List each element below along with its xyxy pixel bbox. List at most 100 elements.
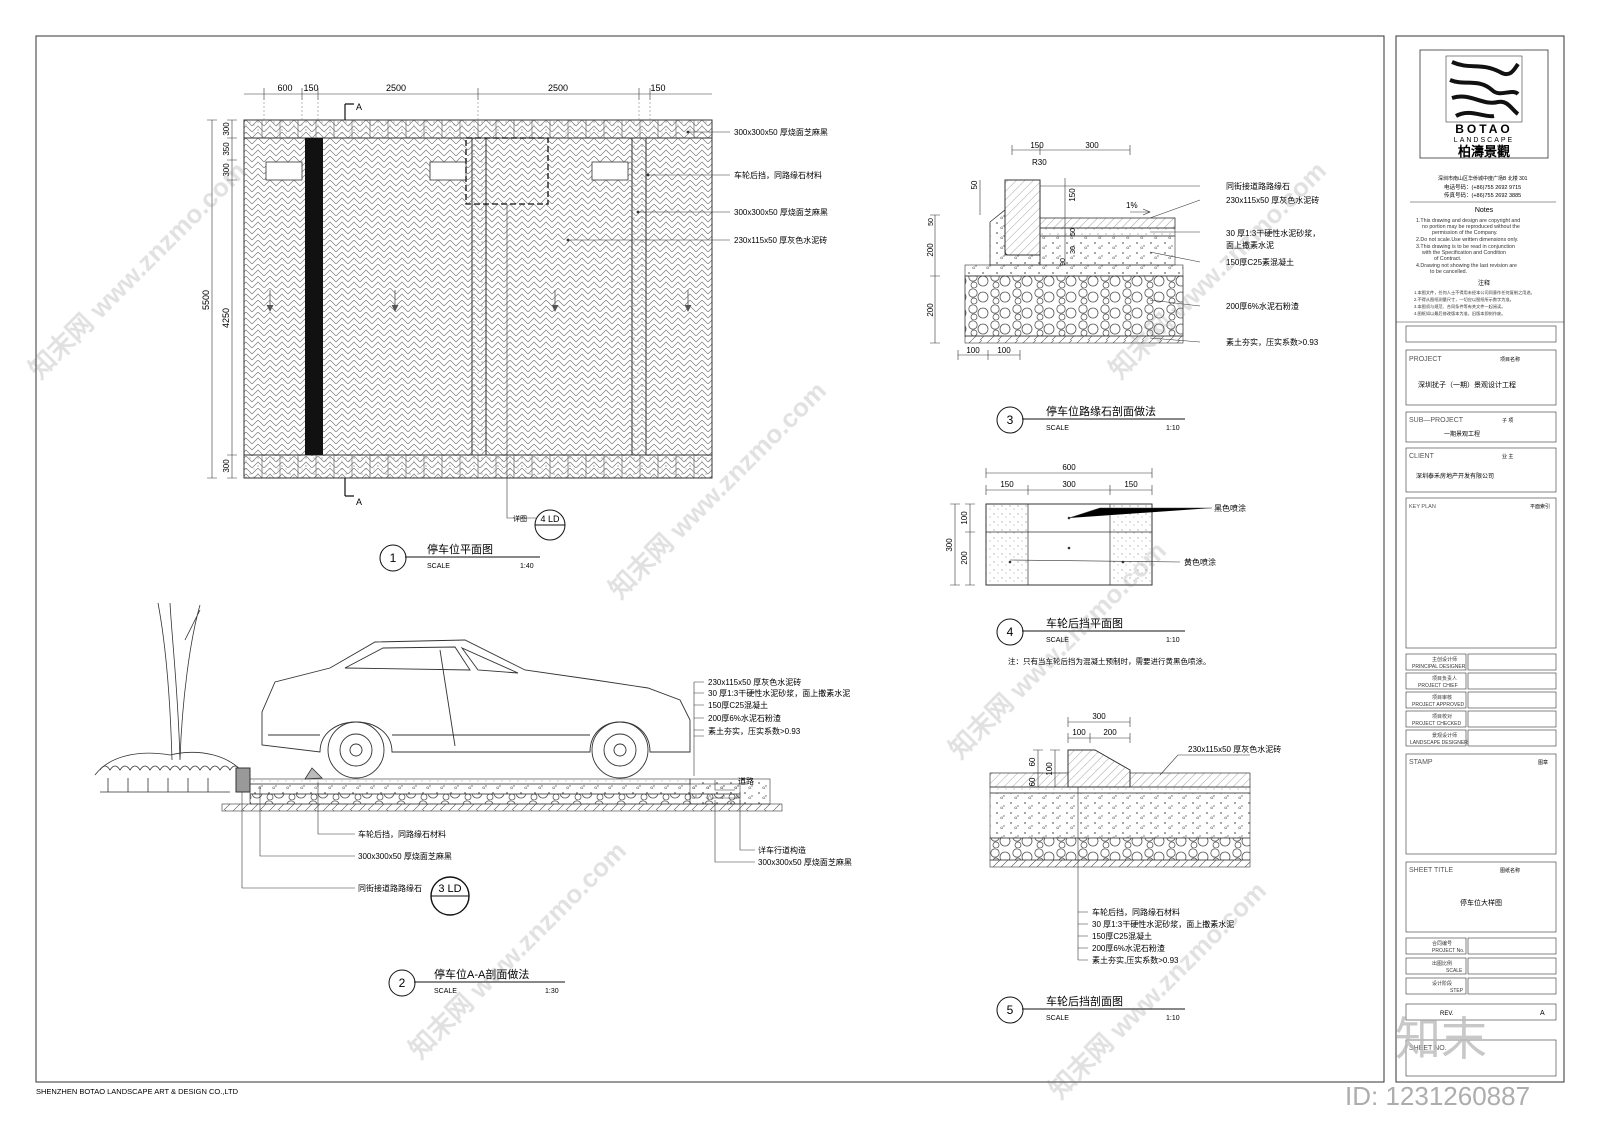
detail-3-number: 3 [1007,413,1014,427]
curb-label-3: 30 厚1:3干硬性水泥砂浆， [1226,228,1320,238]
ws5-label-5: 素土夯实,压实系数>0.93 [1092,955,1179,965]
watermark-logo: 知末 [1395,1013,1487,1065]
detail-3-title: 停车位路缘石剖面做法 [1046,404,1156,418]
section-layer-4: 200厚6%水泥石粉渣 [708,713,781,723]
detail-2-number: 2 [399,976,406,990]
botao-logo-icon [1449,60,1520,119]
curb-dim-150: 150 [1030,141,1044,150]
curb-dim-200-b: 200 [926,303,935,317]
detail-5-title: 车轮后挡剖面图 [1046,994,1123,1008]
ws-dim-200: 200 [960,551,969,565]
detail-3-scale-label: SCALE [1046,425,1069,432]
tb-note-en-7: of Contract. [1434,256,1461,262]
callout-2-road: 详车行道构造 [758,845,806,855]
watermark-text-3: 知末网 www.znzmo.com [403,835,632,1064]
callout-2-wheel-stop: 车轮后挡，同路缘石材料 [358,829,446,839]
ws5-label-2: 30 厚1:3干硬性水泥砂浆，面上撒素水泥 [1092,919,1234,929]
dim-350: 350 [222,142,231,156]
detail-5-wheelstop-section: 300 100 200 60 100 60 230x115x50 厚灰色水泥砖 … [989,712,1281,1024]
callout-2-border-b: 300x300x50 厚烧面芝麻黑 [758,857,852,867]
curb-label-2: 230x115x50 厚灰色水泥砖 [1226,195,1319,205]
tb-designer-5-en: LANDSCAPE DESIGNER [1410,740,1468,746]
tb-tel: 电话号码：(+86)755 2692 9715 [1444,183,1521,191]
section-layer-3: 150厚C25混凝土 [708,700,768,710]
section-layer-5: 素土夯实，压实系数>0.93 [708,726,801,736]
tb-subproject-cn-label: 子 项 [1502,417,1513,424]
detail-2-scale-label: SCALE [434,988,457,995]
tb-subproject-label: SUB—PROJECT [1409,417,1464,424]
detail-1-plan: 600 150 2500 2500 150 5500 300 350 300 4… [201,83,828,572]
tb-sheet-no-label: SHEET NO. [1409,1045,1447,1052]
watermark-text-5: 知末网 www.znzmo.com [943,535,1172,764]
logo-cn: 柏濤景觀 [1458,144,1510,159]
ws5-label-4: 200厚6%水泥石粉渣 [1092,943,1165,953]
detail-3-scale-value: 1:10 [1166,425,1180,432]
tb-sheet-title-cn-label: 图纸名称 [1500,867,1520,874]
ws5-dim-60-a: 60 [1028,757,1037,766]
dim-4250: 4250 [221,308,231,328]
detail-4-title: 车轮后挡平面图 [1046,616,1123,630]
car-outline [261,639,691,779]
ws-label-yellow: 黄色喷涂 [1184,557,1216,567]
curb-dim-150-v: 150 [1068,188,1077,202]
callout-divider-stone: 300x300x50 厚烧面芝麻黑 [734,207,828,217]
tb-meta-3-cn: 设计阶段 [1432,980,1452,987]
ws5-dim-100-v: 100 [1045,762,1054,776]
logo-sub: LANDSCAPE [1454,137,1514,144]
tb-stamp-cn-label: 图章 [1538,759,1548,766]
dim-300-bottom: 300 [222,459,231,473]
tb-subproject-value: 一期景观工程 [1444,430,1480,438]
curb-dim-30: 30 [1070,246,1077,254]
tb-note-en-4: 2.Do not scale.Use written dimensions on… [1416,237,1518,243]
curb-dim-50-v: 50 [1070,228,1077,236]
ws5-dim-300: 300 [1092,712,1106,721]
ws5-dim-60-b: 60 [1028,777,1037,786]
curb-label-4: 面上撒素水泥 [1226,240,1274,250]
detail-4-note: 注：只有当车轮后挡为混凝土预制时，需要进行黄黑色喷涂。 [1008,656,1211,666]
ws5-dim-100: 100 [1072,728,1086,737]
detail-2-section: 230x115x50 厚灰色水泥砖 30 厚1:3干硬性水泥砂浆，面上撒素水泥 … [94,602,852,997]
black-strip [305,138,323,455]
detail-2-scale-value: 1:30 [545,988,559,995]
dim-300-top: 300 [222,122,231,136]
detail-4-scale-value: 1:10 [1166,637,1180,644]
detail-5-scale-label: SCALE [1046,1015,1069,1022]
tb-designer-4-en: PROJECT CHECKED [1412,721,1461,727]
detail-1-scale-value: 1:40 [520,563,534,570]
ws5-dim-200: 200 [1103,728,1117,737]
ws-dim-300: 300 [1062,480,1076,489]
tb-client-label: CLIENT [1409,453,1435,460]
tb-designer-3-en: PROJECT APPROVED [1412,702,1465,708]
watermark-text-1: 知末网 www.znzmo.com [23,155,252,384]
tb-designer-1-en: PRINCIPAL DESIGNER [1412,664,1466,670]
dim-150: 150 [303,83,318,93]
tb-notes-title: Notes [1475,207,1494,214]
section-mark-bottom: A [356,497,362,507]
tb-sheet-title-label: SHEET TITLE [1409,867,1453,874]
tb-client-value: 深圳泰禾房地产开发有限公司 [1416,472,1494,480]
wheel-stops [265,161,629,181]
tb-note-en-3: permission of the Company. [1432,230,1498,236]
ws5-top-label: 230x115x50 厚灰色水泥砖 [1188,744,1281,754]
ws5-label-1: 车轮后挡，同路缘石材料 [1092,907,1180,917]
detail-4-wheelstop-plan: 600 150 300 150 300 100 200 黑色喷涂 黄色喷涂 4 … [945,463,1246,666]
tb-revision-label: REV. [1440,1011,1454,1017]
ref-label: 详图 [513,514,527,523]
tree-symbol [94,602,246,793]
dim-5500: 5500 [201,290,211,310]
tb-client-cn-label: 业 主 [1502,453,1513,460]
tb-meta-1-en: PROJECT No. [1432,948,1464,954]
curb-dim-50: 50 [970,180,979,189]
tb-designer-4-cn: 项目校对 [1432,713,1452,720]
callout-paver: 230x115x50 厚灰色水泥砖 [734,235,827,245]
tb-keyplan-cn-label: 平面索引 [1530,503,1550,510]
tb-note-en-6: with the Specification and Condition [1422,250,1506,256]
tb-fax: 传真号码：(+86)755 2692 3885 [1444,191,1521,199]
detail-3-curb-section: 150 300 R30 50 150 50 1% 200 50 30 90 20… [926,141,1320,434]
curb-label-1: 同街接道路路缘石 [1226,181,1290,191]
tb-keyplan-label: KEY PLAN [1409,504,1436,510]
tb-note-en-5: 3.This drawing is to be read in conjunct… [1416,244,1515,250]
tb-note-cn-3: 3.本图须与规范、合同条件等有关文件一起阅读。 [1414,303,1505,310]
detail-4-scale-label: SCALE [1046,637,1069,644]
road-label: 道路 [738,776,754,786]
